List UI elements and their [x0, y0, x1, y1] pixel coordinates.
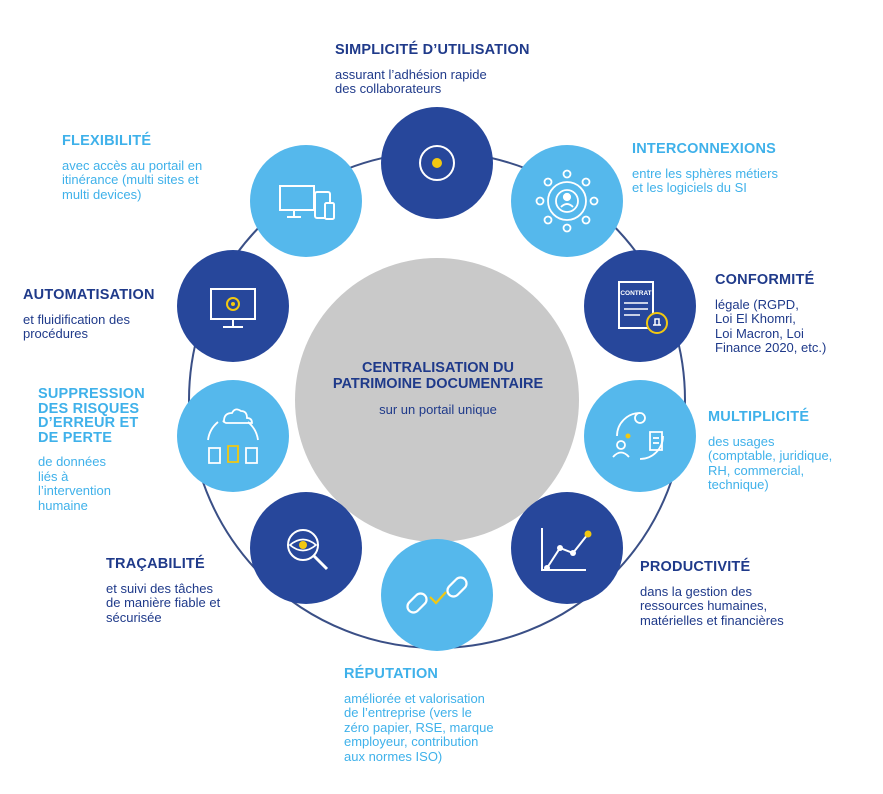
label-title: SUPPRESSION DES RISQUES D’ERREUR ET DE P…: [38, 386, 145, 446]
user-gear-document-icon: [612, 412, 664, 460]
center-circle: [295, 258, 579, 542]
label-desc: des usages (comptable, juridique, RH, co…: [708, 433, 833, 493]
label-desc: avec accès au portail en itinérance (mul…: [62, 157, 203, 202]
node-interconnexions: [511, 145, 623, 257]
label-title: RÉPUTATION: [344, 666, 439, 682]
label-title: FLEXIBILITÉ: [62, 133, 152, 149]
multi-devices-icon: [279, 185, 335, 220]
chain-link-icon: [406, 576, 468, 614]
label-desc: et suivi des tâches de manière fiable et…: [106, 580, 221, 625]
label-title: SIMPLICITÉ D’UTILISATION: [335, 42, 530, 58]
label-desc: dans la gestion des ressources humaines,…: [640, 583, 784, 628]
label-title: CONFORMITÉ: [715, 272, 815, 288]
monitor-gear-icon: [210, 288, 256, 328]
label-title: TRAÇABILITÉ: [106, 556, 205, 572]
label-multiplicite: MULTIPLICITÉ des usages (comptable, juri…: [708, 410, 832, 493]
label-desc: assurant l’adhésion rapide des collabora…: [335, 66, 487, 97]
contract-label: CONTRAT: [620, 290, 651, 297]
node-flexibilite: [250, 145, 362, 257]
label-title: MULTIPLICITÉ: [708, 409, 810, 425]
eye-magnifier-icon: [287, 529, 329, 571]
label-title: INTERCONNEXIONS: [632, 141, 776, 157]
label-desc: légale (RGPD, Loi El Khomri, Loi Macron,…: [715, 296, 827, 356]
node-multiplicite: [584, 380, 696, 492]
node-reputation: [381, 539, 493, 651]
label-simplicite: SIMPLICITÉ D’UTILISATION assurant l’adhé…: [335, 43, 530, 97]
node-suppression: [177, 380, 289, 492]
node-conformite: CONTRAT: [584, 250, 696, 362]
label-reputation: RÉPUTATION améliorée et valorisation de …: [344, 667, 494, 764]
label-flexibilite: FLEXIBILITÉ avec accès au portail en iti…: [62, 134, 202, 202]
node-productivite: [511, 492, 623, 604]
label-desc: de données liés à l’intervention humaine: [38, 454, 111, 513]
label-productivite: PRODUCTIVITÉ dans la gestion des ressour…: [640, 560, 784, 628]
line-chart-icon: [541, 528, 592, 571]
label-title: PRODUCTIVITÉ: [640, 559, 751, 575]
label-conformite: CONFORMITÉ légale (RGPD, Loi El Khomri, …: [715, 273, 826, 356]
label-suppression: SUPPRESSION DES RISQUES D’ERREUR ET DE P…: [38, 387, 145, 513]
center-title: CENTRALISATION DU PATRIMOINE DOCUMENTAIR…: [332, 360, 544, 393]
target-dot-icon: [419, 145, 455, 181]
label-automatisation: AUTOMATISATION et fluidification des pro…: [23, 288, 155, 342]
node-automatisation: [177, 250, 289, 362]
label-desc: et fluidification des procédures: [23, 311, 130, 342]
node-tracabilite: [250, 492, 362, 604]
label-title: AUTOMATISATION: [23, 287, 155, 303]
center-label: CENTRALISATION DU PATRIMOINE DOCUMENTAIR…: [298, 360, 578, 417]
cloud-documents-icon: [207, 408, 259, 464]
center-subtitle: sur un portail unique: [379, 402, 497, 418]
label-interconnexions: INTERCONNEXIONS entre les sphères métier…: [632, 142, 778, 196]
node-simplicite: [381, 107, 493, 219]
network-hub-icon: [535, 169, 599, 233]
label-desc: entre les sphères métiers et les logicie…: [632, 165, 778, 196]
label-desc: améliorée et valorisation de l’entrepris…: [344, 690, 494, 764]
label-tracabilite: TRAÇABILITÉ et suivi des tâches de maniè…: [106, 557, 220, 625]
contract-stamp-icon: CONTRAT: [618, 281, 668, 334]
